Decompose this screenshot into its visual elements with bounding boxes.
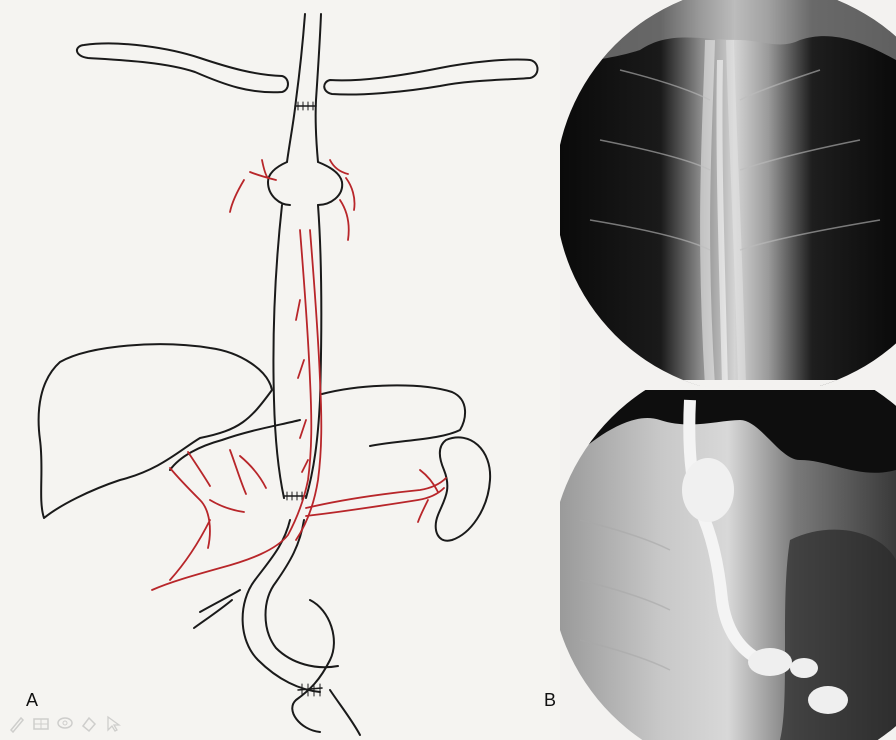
upper-esophagus: [287, 14, 305, 162]
pancreas-outline: [322, 385, 465, 446]
esophagus-reconstruction-drawing: [0, 0, 560, 740]
right-clavicle: [324, 59, 537, 94]
gastroepiploic-artery: [152, 230, 311, 590]
left-clavicle: [77, 43, 288, 92]
panel-label-a: A: [26, 690, 38, 711]
annotation-toolbar: [8, 712, 122, 736]
gastric-conduit: [273, 205, 284, 498]
upper-radiograph: [560, 0, 896, 386]
pointer-icon[interactable]: [104, 715, 122, 733]
lower-radiograph: [560, 390, 896, 740]
illustration-panel: A: [0, 0, 560, 740]
grid-icon[interactable]: [32, 715, 50, 733]
conduit-top: [268, 162, 290, 205]
panel-label-b: B: [544, 690, 556, 711]
splenic-vessel: [306, 478, 446, 508]
lasso-icon[interactable]: [56, 715, 74, 733]
barium-radiographs: [560, 0, 896, 740]
liver: [39, 344, 272, 518]
eraser-icon[interactable]: [80, 715, 98, 733]
xray-panel: B: [560, 0, 896, 740]
pen-icon[interactable]: [8, 715, 26, 733]
left-gastric-vessels: [170, 450, 266, 580]
